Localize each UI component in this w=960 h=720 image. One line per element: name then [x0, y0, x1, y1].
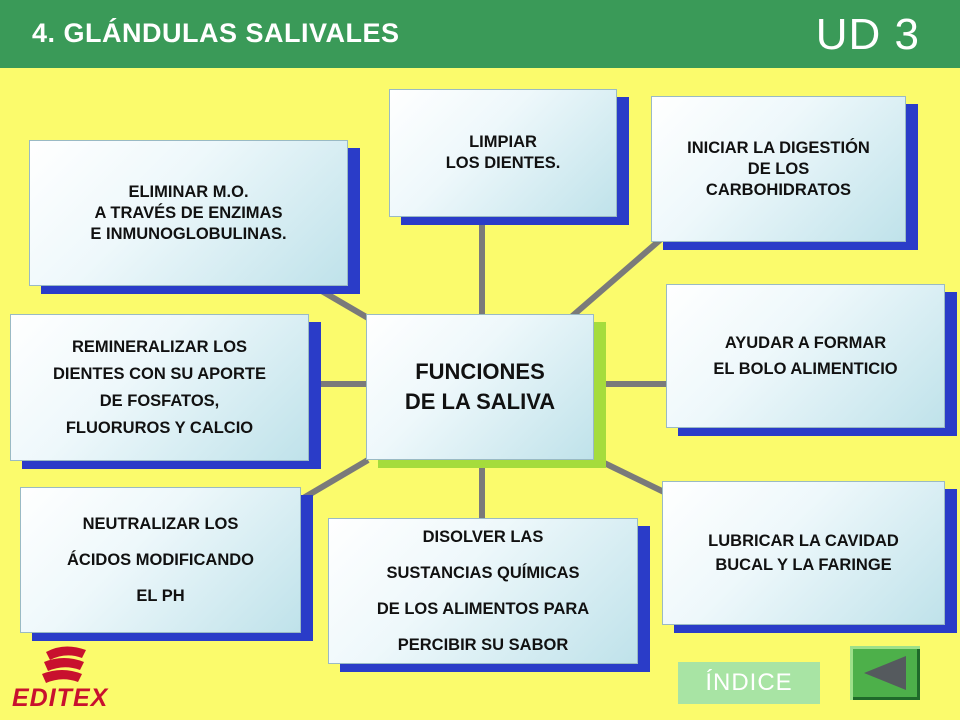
node-line: BUCAL Y LA FARINGE	[715, 556, 892, 574]
logo-text: EDITEX	[12, 684, 109, 712]
node-remineralizar: REMINERALIZAR LOS DIENTES CON SU APORTE …	[10, 314, 309, 461]
connector-neutralizar	[298, 457, 370, 503]
node-line: DE FOSFATOS,	[99, 391, 220, 410]
node-line: INICIAR LA DIGESTIÓN	[687, 138, 870, 157]
node-line: LIMPIAR	[469, 133, 537, 151]
node-lubricar: LUBRICAR LA CAVIDAD BUCAL Y LA FARINGE	[662, 481, 945, 625]
node-eliminar: ELIMINAR M.O. A TRAVÉS DE ENZIMAS E INMU…	[29, 140, 348, 286]
node-disolver: DISOLVER LAS SUSTANCIAS QUÍMICAS DE LOS …	[328, 518, 638, 664]
editex-logo-icon	[42, 646, 86, 683]
connector-lubricar	[592, 455, 666, 495]
node-line: CARBOHIDRATOS	[705, 180, 852, 199]
index-button[interactable]: ÍNDICE	[678, 662, 820, 704]
left-triangle-icon	[864, 656, 906, 690]
node-line: ELIMINAR M.O.	[128, 182, 249, 201]
node-line: REMINERALIZAR LOS	[71, 337, 248, 356]
node-line: SUSTANCIAS QUÍMICAS	[386, 564, 580, 582]
node-line: NEUTRALIZAR LOS	[82, 515, 239, 533]
header-bar: 4. GLÁNDULAS SALIVALES UD 3	[0, 0, 960, 68]
back-button[interactable]	[850, 646, 920, 700]
node-line: ÁCIDOS MODIFICANDO	[67, 551, 254, 569]
node-line: PERCIBIR SU SABOR	[397, 636, 569, 654]
node-ayudar: AYUDAR A FORMAR EL BOLO ALIMENTICIO	[666, 284, 945, 428]
node-line: EL BOLO ALIMENTICIO	[713, 360, 898, 378]
node-line: LOS DIENTES.	[445, 154, 561, 172]
center-node: FUNCIONES DE LA SALIVA	[366, 314, 594, 460]
node-line: FLUORUROS Y CALCIO	[65, 418, 254, 437]
node-line: DE LOS	[747, 159, 810, 178]
node-line: AYUDAR A FORMAR	[724, 334, 887, 352]
node-line: DISOLVER LAS	[422, 528, 544, 546]
center-line: DE LA SALIVA	[404, 389, 556, 414]
page-title: 4. GLÁNDULAS SALIVALES	[32, 18, 400, 48]
center-line: FUNCIONES	[415, 359, 545, 384]
node-iniciar: INICIAR LA DIGESTIÓN DE LOS CARBOHIDRATO…	[651, 96, 906, 242]
node-neutralizar: NEUTRALIZAR LOS ÁCIDOS MODIFICANDO EL PH	[20, 487, 301, 633]
connector-eliminar	[318, 287, 370, 321]
connector-iniciar	[568, 237, 662, 321]
node-line: A TRAVÉS DE ENZIMAS	[94, 203, 283, 222]
node-line: LUBRICAR LA CAVIDAD	[708, 532, 899, 550]
node-line: E INMUNOGLOBULINAS.	[90, 224, 287, 243]
node-limpiar: LIMPIAR LOS DIENTES.	[389, 89, 617, 217]
node-line: DIENTES CON SU APORTE	[53, 364, 266, 383]
node-line: EL PH	[136, 587, 185, 605]
node-line: DE LOS ALIMENTOS PARA	[376, 600, 590, 618]
unit-label: UD 3	[815, 10, 920, 59]
